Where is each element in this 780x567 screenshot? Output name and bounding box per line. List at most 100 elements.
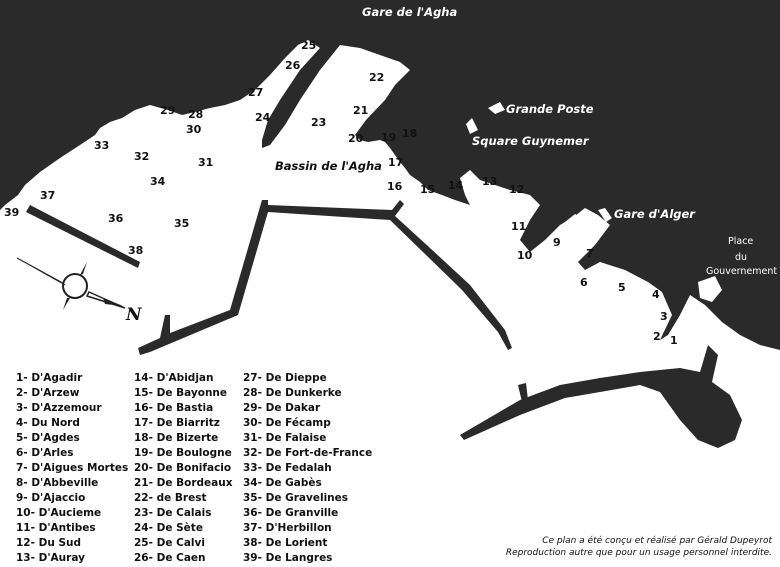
quay-27: 27 bbox=[248, 86, 263, 99]
legend-item: 26- De Caen bbox=[134, 552, 206, 564]
label-gare-alger: Gare d'Alger bbox=[614, 207, 696, 221]
legend-item: 6- D'Arles bbox=[16, 447, 74, 459]
main-jetty bbox=[138, 200, 512, 355]
south-mole bbox=[460, 345, 742, 448]
gare-alger-block bbox=[598, 208, 612, 222]
legend-item: 9- D'Ajaccio bbox=[16, 492, 86, 504]
quay-39: 39 bbox=[4, 206, 19, 219]
legend-item: 21- De Bordeaux bbox=[134, 477, 233, 489]
label-place-l2: du bbox=[735, 252, 747, 263]
quay-20: 20 bbox=[348, 132, 364, 145]
quay-9: 9 bbox=[553, 236, 561, 249]
credit-line-1: Ce plan a été conçu et réalisé par Géral… bbox=[542, 536, 772, 546]
legend-item: 32- De Fort-de-France bbox=[243, 447, 373, 459]
quay-17: 17 bbox=[388, 156, 403, 169]
legend-item: 25- De Calvi bbox=[134, 537, 205, 549]
quay-4: 4 bbox=[652, 288, 660, 301]
legend-item: 37- D'Herbillon bbox=[243, 522, 332, 534]
legend-item: 7- D'Aigues Mortes bbox=[16, 462, 129, 474]
legend-item: 19- De Boulogne bbox=[134, 447, 232, 459]
credit-line-2: Reproduction autre que pour un usage per… bbox=[505, 548, 772, 558]
quay-13: 13 bbox=[482, 175, 497, 188]
quay-32: 32 bbox=[134, 150, 149, 163]
legend-item: 16- De Bastia bbox=[134, 402, 214, 414]
legend-column-1: 1- D'Agadir 2- D'Arzew 3- D'Azzemour 4- … bbox=[16, 371, 128, 566]
jetty-38 bbox=[26, 205, 140, 268]
legend-item: 13- D'Auray bbox=[16, 552, 85, 564]
legend-column-3: 27- De Dieppe 28- De Dunkerke 29- De Dak… bbox=[243, 371, 372, 566]
land-mass bbox=[0, 0, 780, 350]
legend-item: 36- De Granville bbox=[243, 507, 339, 519]
legend-item: 27- De Dieppe bbox=[243, 372, 327, 384]
compass-letter: N bbox=[125, 305, 143, 325]
label-place-l3: Gouvernement bbox=[706, 266, 777, 277]
quay-15: 15 bbox=[420, 183, 435, 196]
quay-number-labels: 1 2 3 4 5 6 7 8 9 10 11 12 13 14 15 16 1… bbox=[4, 39, 678, 347]
quay-18: 18 bbox=[402, 127, 417, 140]
legend-item: 28- De Dunkerke bbox=[243, 387, 342, 399]
label-square-guynemer: Square Guynemer bbox=[472, 134, 590, 148]
quay-31: 31 bbox=[198, 156, 213, 169]
legend-item: 24- De Sète bbox=[134, 522, 203, 534]
quay-16: 16 bbox=[387, 180, 403, 193]
legend-item: 17- De Biarritz bbox=[134, 417, 220, 429]
quay-11: 11 bbox=[511, 220, 526, 233]
quay-6: 6 bbox=[580, 276, 588, 289]
legend-item: 29- De Dakar bbox=[243, 402, 321, 414]
quay-34: 34 bbox=[150, 175, 166, 188]
legend-item: 1- D'Agadir bbox=[16, 372, 83, 384]
quay-26: 26 bbox=[285, 59, 301, 72]
quay-7: 7 bbox=[586, 247, 594, 260]
compass-rose bbox=[16, 257, 126, 310]
place-gouvernement-block bbox=[698, 276, 722, 302]
quay-37: 37 bbox=[40, 189, 55, 202]
quay-5: 5 bbox=[618, 281, 626, 294]
grande-poste-block bbox=[488, 102, 505, 114]
quay-12: 12 bbox=[509, 183, 524, 196]
label-place-l1: Place bbox=[728, 236, 753, 247]
legend-item: 31- De Falaise bbox=[243, 432, 327, 444]
legend-item: 8- D'Abbeville bbox=[16, 477, 99, 489]
water-inlet-left bbox=[105, 108, 205, 170]
quay-10: 10 bbox=[517, 249, 533, 262]
legend-item: 3- D'Azzemour bbox=[16, 402, 102, 414]
quay-30: 30 bbox=[186, 123, 202, 136]
mole-stub bbox=[518, 383, 528, 402]
legend-item: 15- De Bayonne bbox=[134, 387, 228, 399]
legend-item: 33- De Fedalah bbox=[243, 462, 332, 474]
legend-item: 14- D'Abidjan bbox=[134, 372, 214, 384]
quay-23: 23 bbox=[311, 116, 326, 129]
pier-10-cut bbox=[548, 214, 584, 248]
quay-22: 22 bbox=[369, 71, 384, 84]
square-block bbox=[466, 118, 478, 134]
water-inlet-south bbox=[40, 182, 150, 240]
legend-item: 30- De Fécamp bbox=[243, 417, 331, 429]
legend-item: 23- De Calais bbox=[134, 507, 212, 519]
legend-item: 11- D'Antibes bbox=[16, 522, 96, 534]
label-grande-poste: Grande Poste bbox=[506, 102, 594, 116]
legend-item: 38- De Lorient bbox=[243, 537, 328, 549]
legend-item: 5- D'Agdes bbox=[16, 432, 80, 444]
legend-item: 35- De Gravelines bbox=[243, 492, 349, 504]
quay-24: 24 bbox=[255, 111, 271, 124]
quay-19: 19 bbox=[381, 131, 396, 144]
label-bassin-agha: Bassin de l'Agha bbox=[275, 159, 382, 173]
legend-item: 2- D'Arzew bbox=[16, 387, 80, 399]
quay-2: 2 bbox=[653, 330, 661, 343]
label-gare-agha: Gare de l'Agha bbox=[362, 5, 457, 19]
quay-38: 38 bbox=[128, 244, 143, 257]
quay-21: 21 bbox=[353, 104, 368, 117]
legend-item: 4- Du Nord bbox=[16, 417, 80, 429]
legend-item: 12- Du Sud bbox=[16, 537, 82, 549]
legend-item: 18- De Bizerte bbox=[134, 432, 219, 444]
water-inlet-mid bbox=[90, 148, 180, 205]
legend-item: 22- de Brest bbox=[134, 492, 207, 504]
quay-28: 28 bbox=[188, 108, 203, 121]
quay-8: 8 bbox=[590, 225, 598, 238]
quay-14: 14 bbox=[448, 179, 464, 192]
quay-35: 35 bbox=[174, 217, 189, 230]
legend-item: 34- De Gabès bbox=[243, 477, 322, 489]
quay-3: 3 bbox=[660, 310, 668, 323]
legend-item: 10- D'Aucieme bbox=[16, 507, 102, 519]
